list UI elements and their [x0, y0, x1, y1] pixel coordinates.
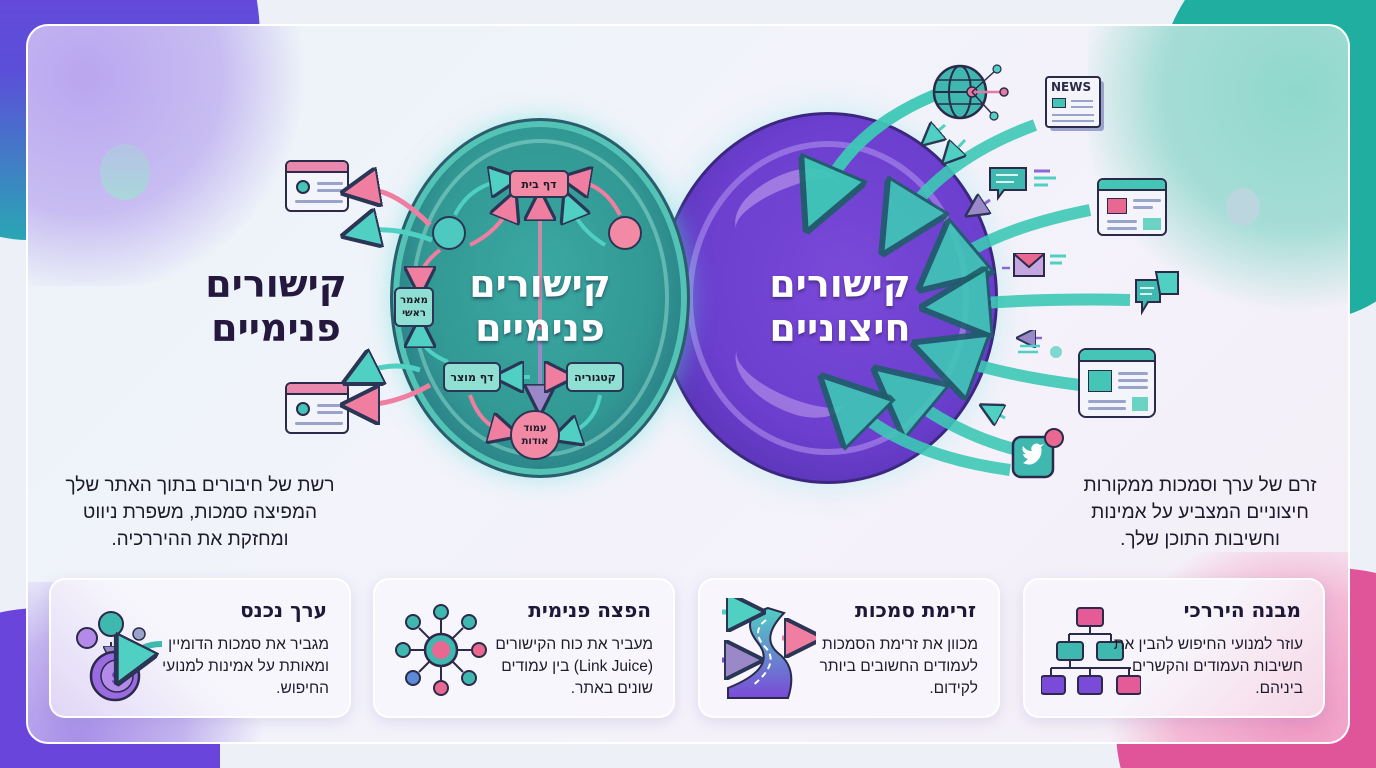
internal-links-coin-title: קישורים פנימיים	[440, 262, 640, 350]
external-links-description: זרם של ערך וסמכות ממקורות חיצוניים המצבי…	[1083, 475, 1317, 550]
node-dot	[432, 216, 466, 250]
browser-window-icon	[285, 160, 349, 212]
card-text: מעביר את כוח הקישורים (Link Juice) בין ע…	[495, 636, 653, 697]
svg-text:$: $	[111, 667, 124, 688]
coin-title-line: חיצוניים	[769, 306, 911, 350]
side-title-line: קישורים	[205, 262, 347, 306]
incoming-coin-icon: $	[76, 611, 163, 702]
node-about-page: עמוד אודות	[510, 410, 560, 460]
decor-blob	[1088, 26, 1348, 316]
webpage-icon	[1097, 178, 1167, 236]
node-label: קטגוריה	[574, 370, 616, 384]
decor-dot	[100, 144, 150, 200]
internal-links-side-title: קישורים פנימיים	[196, 262, 356, 350]
node-label: מאמר	[400, 295, 428, 306]
card-text: מגביר את סמכות הדומיין ומאותת על אמינות …	[162, 636, 329, 697]
coin-title-line: קישורים	[769, 262, 911, 306]
decor-dot	[1226, 188, 1260, 226]
decor-blob	[28, 26, 308, 286]
chat-bubble-icon	[989, 167, 1056, 201]
news-icon: NEWS	[1045, 76, 1101, 128]
coin-title-line: קישורים	[469, 262, 611, 306]
node-label: עמוד	[523, 423, 547, 434]
card-title: מבנה היררכי	[1183, 598, 1301, 622]
email-icon	[1002, 253, 1066, 277]
card-internal-distribution: הפצה פנימית מעביר את כוח הקישורים (Link …	[373, 578, 675, 718]
node-main-article: מאמר ראשי	[394, 287, 434, 327]
webpage-icon	[1078, 348, 1156, 418]
card-title: זרימת סמכות	[855, 598, 976, 622]
node-label: דף בית	[521, 177, 557, 191]
card-incoming-value: $ ערך נכנס מגביר את סמכות הדומיין ומאותת…	[49, 578, 351, 718]
side-title-line: פנימיים	[211, 306, 341, 350]
speech-bubbles-icon	[1135, 271, 1179, 316]
card-text: מכוון את זרימת הסמכות לעמודים החשובים בי…	[819, 636, 978, 697]
node-home-page: דף בית	[509, 170, 569, 198]
coin-title-line: פנימיים	[475, 306, 605, 350]
news-label: NEWS	[1051, 80, 1092, 94]
hub-distribution-icon	[395, 604, 487, 696]
card-title: ערך נכנס	[240, 598, 327, 622]
incoming-link-lines-icon	[1012, 330, 1062, 358]
node-label: אודות	[521, 436, 549, 447]
node-label: דף מוצר	[450, 370, 494, 384]
card-title: הפצה פנימית	[528, 598, 651, 622]
node-product-page: דף מוצר	[443, 362, 501, 392]
node-dot	[608, 216, 642, 250]
card-authority-flow: זרימת סמכות מכוון את זרימת הסמכות לעמודי…	[698, 578, 1000, 718]
internal-links-description: רשת של חיבורים בתוך האתר שלך המפיצה סמכו…	[65, 475, 335, 550]
globe-network-icon	[932, 64, 1009, 121]
card-hierarchical-structure: מבנה היררכי עוזר למנועי החיפוש להבין את …	[1023, 578, 1325, 718]
node-category: קטגוריה	[566, 362, 624, 392]
browser-window-icon	[285, 382, 349, 434]
card-text: עוזר למנועי החיפוש להבין את חשיבות העמוד…	[1113, 636, 1303, 697]
twitter-bird-icon	[1011, 428, 1064, 479]
external-links-coin-title: קישורים חיצוניים	[740, 262, 940, 350]
flow-river-icon	[722, 598, 816, 699]
node-label: ראשי	[402, 308, 426, 319]
hierarchy-tree-icon	[1041, 607, 1141, 695]
